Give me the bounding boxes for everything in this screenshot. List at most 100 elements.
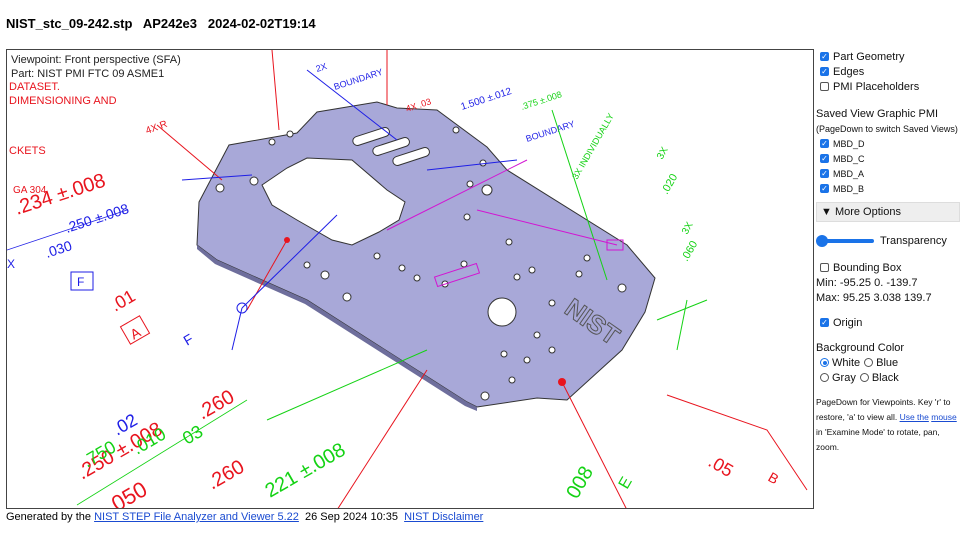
footer-prefix: Generated by the — [6, 511, 95, 523]
pmi-letter-b: B — [766, 469, 782, 488]
slot-2 — [372, 136, 410, 156]
mbd-d-checkbox[interactable]: ✓ — [820, 138, 829, 148]
edges-checkbox[interactable]: ✓ — [820, 66, 829, 76]
pmi-letter-e: E — [616, 474, 636, 492]
bg-black-radio[interactable] — [859, 373, 869, 382]
pmi-dimensioning: DIMENSIONING AND — [9, 95, 117, 107]
saved-view-hint: (PageDown to switch Saved Views) — [816, 123, 958, 134]
pmi-tol-1500: 1.500 ±.012 — [460, 86, 514, 113]
mbd-a-label: MBD_A — [833, 168, 865, 179]
pmi-placeholders-checkbox[interactable] — [820, 82, 829, 91]
viewpoint-label: Viewpoint: Front perspective (SFA) — [11, 54, 181, 66]
pmi-bound-2: BOUNDARY — [525, 119, 576, 144]
pmi-dim-03: 03 — [179, 421, 206, 448]
plate-edge — [197, 245, 477, 411]
bg-white-radio[interactable] — [820, 358, 829, 367]
file-name: NIST_stc_09-242.stp — [6, 16, 133, 31]
pmi-dim-260a: .260 — [204, 456, 249, 495]
model-canvas[interactable]: NIST DATASET. DIMENSIONING AND CKETS GA … — [7, 50, 814, 509]
toggle-part-geometry[interactable]: ✓ Part Geometry — [816, 49, 960, 64]
pmi-ga304: GA 304 — [13, 185, 47, 196]
saved-view-mbd-a[interactable]: ✓ MBD_A — [816, 166, 960, 181]
mbd-b-label: MBD_B — [833, 183, 865, 194]
pmi-dim-020: .020 — [659, 172, 680, 197]
toggle-pmi-placeholders[interactable]: PMI Placeholders — [816, 79, 960, 94]
part-geometry-checkbox[interactable]: ✓ — [820, 51, 829, 61]
pmi-r4x: 4X R — [144, 119, 169, 137]
pmi-bound-1: BOUNDARY — [333, 67, 384, 92]
pmi-dim-008: 008 — [562, 463, 598, 503]
pmi-3x-b: 3X — [655, 145, 671, 161]
mbd-a-checkbox[interactable]: ✓ — [820, 168, 829, 178]
pmi-letter-f2: F — [181, 330, 196, 348]
mbd-d-label: MBD_D — [833, 138, 865, 149]
help-text: PageDown for Viewpoints. Key 'r' to rest… — [816, 395, 960, 455]
3d-viewer[interactable]: NIST DATASET. DIMENSIONING AND CKETS GA … — [6, 49, 814, 509]
part-geometry-label: Part Geometry — [833, 50, 905, 63]
pmi-letter-x: X — [7, 257, 15, 271]
pmi-dim-221: 221 ±.008 — [262, 439, 350, 502]
pmi-dim-01: .01 — [107, 286, 139, 316]
pmi-dim-030: .030 — [43, 237, 74, 261]
mbd-b-checkbox[interactable]: ✓ — [820, 183, 829, 193]
transparency-control: Transparency — [816, 232, 960, 250]
background-row-2: Gray Black — [816, 370, 960, 385]
origin-checkbox[interactable]: ✓ — [820, 317, 829, 327]
pmi-individually: 3X INDIVIDUALLY — [570, 112, 616, 181]
pmi-letter-f: F — [77, 275, 84, 289]
pmi-dataset: DATASET. — [9, 81, 60, 93]
pmi-3x-a: 3X — [680, 220, 696, 236]
saved-view-mbd-b[interactable]: ✓ MBD_B — [816, 181, 960, 196]
toggle-bounding-box[interactable]: Bounding Box — [816, 260, 960, 275]
bg-blue-radio[interactable] — [864, 358, 874, 367]
bg-blue-label: Blue — [876, 356, 899, 369]
disclaimer-link[interactable]: NIST Disclaimer — [404, 511, 484, 523]
bbox-min: Min: -95.25 0. -139.7 — [816, 276, 918, 289]
background-title: Background Color — [816, 341, 905, 354]
page-title: NIST_stc_09-242.stp AP242e3 2024-02-02T1… — [6, 16, 316, 31]
transparency-slider[interactable] — [816, 235, 874, 247]
pmi-dim-05: .05 — [705, 451, 737, 481]
bbox-max: Max: 95.25 3.038 139.7 — [816, 291, 932, 304]
bounding-box-label: Bounding Box — [833, 261, 902, 274]
pmi-dim-060: .060 — [679, 239, 700, 264]
pmi-tol-375: .375 ±.008 — [520, 89, 563, 112]
slot-1 — [352, 126, 390, 146]
pmi-ckets: CKETS — [9, 145, 46, 157]
bg-white-label: White — [832, 356, 861, 369]
background-row-1: White Blue — [816, 355, 960, 370]
help-text-1: PageDown for Viewpoints. Key 'r' to rest… — [816, 397, 951, 422]
schema-name: AP242e3 — [142, 16, 198, 31]
bg-gray-label: Gray — [832, 371, 856, 384]
pmi-dim-050: 050 — [107, 476, 151, 509]
footer-date: 26 Sep 2024 10:35 — [298, 511, 405, 523]
toggle-origin[interactable]: ✓ Origin — [816, 315, 960, 330]
saved-view-mbd-c[interactable]: ✓ MBD_C — [816, 151, 960, 166]
pmi-2x: 2X — [315, 61, 329, 74]
bg-gray-radio[interactable] — [820, 373, 829, 382]
transparency-label: Transparency — [880, 235, 947, 247]
plate-cutout — [261, 157, 406, 246]
saved-view-mbd-d[interactable]: ✓ MBD_D — [816, 136, 960, 151]
transparency-slider-thumb[interactable] — [816, 235, 828, 247]
bounding-box-checkbox[interactable] — [820, 263, 829, 272]
mouse-link[interactable]: mouse — [931, 412, 957, 422]
toggle-edges[interactable]: ✓ Edges — [816, 64, 960, 79]
options-panel: ✓ Part Geometry ✓ Edges PMI Placeholders S… — [816, 49, 960, 455]
pmi-magenta — [386, 159, 624, 288]
origin-label: Origin — [833, 316, 863, 329]
slot-3 — [392, 146, 430, 166]
tool-link[interactable]: NIST STEP File Analyzer and Viewer 5.22 — [94, 511, 299, 523]
footer: Generated by the NIST STEP File Analyzer… — [6, 511, 483, 523]
mbd-c-label: MBD_C — [833, 153, 865, 164]
edges-label: Edges — [833, 65, 865, 78]
saved-view-title: Saved View Graphic PMI — [816, 107, 939, 120]
mbd-c-checkbox[interactable]: ✓ — [820, 153, 829, 163]
help-text-2: in 'Examine Mode' to rotate, pan, zoom. — [816, 427, 940, 452]
pmi-dim-260b: .260 — [194, 386, 239, 425]
part-label: Part: NIST PMI FTC 09 ASME1 — [11, 68, 165, 80]
pmi-letter-a: A — [127, 324, 144, 343]
viewpoint-info: Viewpoint: Front perspective (SFA) Part:… — [11, 53, 181, 81]
more-options-toggle[interactable]: ▼ More Options — [816, 202, 960, 222]
use-the-link[interactable]: Use the — [899, 412, 929, 422]
